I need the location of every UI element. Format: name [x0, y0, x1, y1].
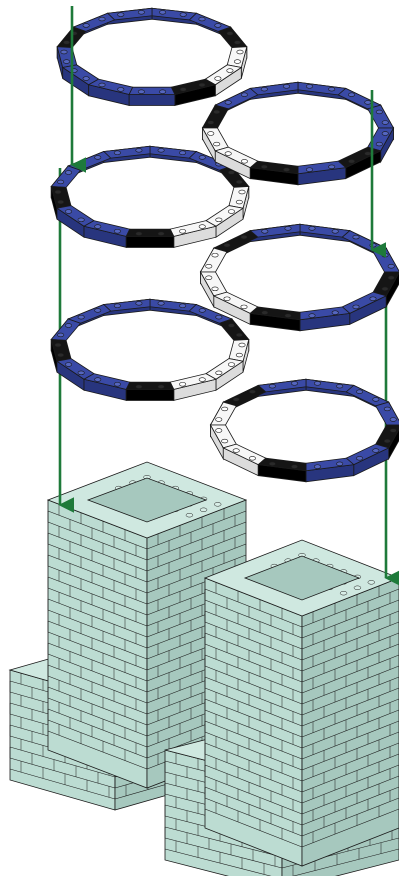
layer-rings-group: [51, 8, 399, 482]
left-ring-1-brick-blue: [152, 8, 196, 24]
left-ring-2-brick-blue: [104, 146, 150, 162]
right-ring-2-brick-blue: [250, 224, 300, 241]
left-ring-2-brick-white: [170, 221, 216, 248]
left-ring-3-brick-white: [170, 374, 216, 401]
left-ring-2-brick-blue: [150, 146, 196, 162]
right-ring-2: [201, 224, 399, 331]
right-ring-2-brick-blue: [300, 307, 350, 331]
right-ring-3-brick-blue: [258, 379, 306, 396]
right-ring-1-brick-blue: [298, 161, 346, 185]
left-ring-1: [57, 8, 247, 105]
left-ring-3-brick-black: [126, 382, 174, 400]
right-ring-2-brick-blue: [300, 224, 350, 241]
left-ring-1-brick-black: [171, 79, 215, 105]
right-ring-1-brick-blue: [250, 82, 298, 99]
left-ring-2-brick-black: [126, 229, 174, 247]
right-ring-1-brick-black: [250, 161, 298, 185]
right-ring-1-brick-blue: [298, 82, 346, 99]
right-ring-3-brick-black: [258, 458, 306, 482]
right-ring-3: [211, 379, 399, 482]
left-ring-3-brick-blue: [84, 374, 130, 401]
right-ring-2-brick-black: [250, 307, 300, 331]
towers-group: [10, 462, 399, 876]
right-ring-1: [203, 82, 394, 185]
left-ring-3-brick-blue: [104, 299, 150, 315]
left-ring-3: [51, 299, 249, 400]
right-ring-3-brick-blue: [306, 458, 354, 482]
left-ring-2-brick-blue: [84, 221, 130, 248]
left-ring-1-brick-blue: [108, 8, 152, 24]
left-ring-3-brick-blue: [150, 299, 196, 315]
left-ring-1-brick-blue: [89, 79, 133, 105]
left-ring-1-brick-blue: [129, 87, 175, 105]
right-ring-3-brick-blue: [306, 379, 354, 396]
